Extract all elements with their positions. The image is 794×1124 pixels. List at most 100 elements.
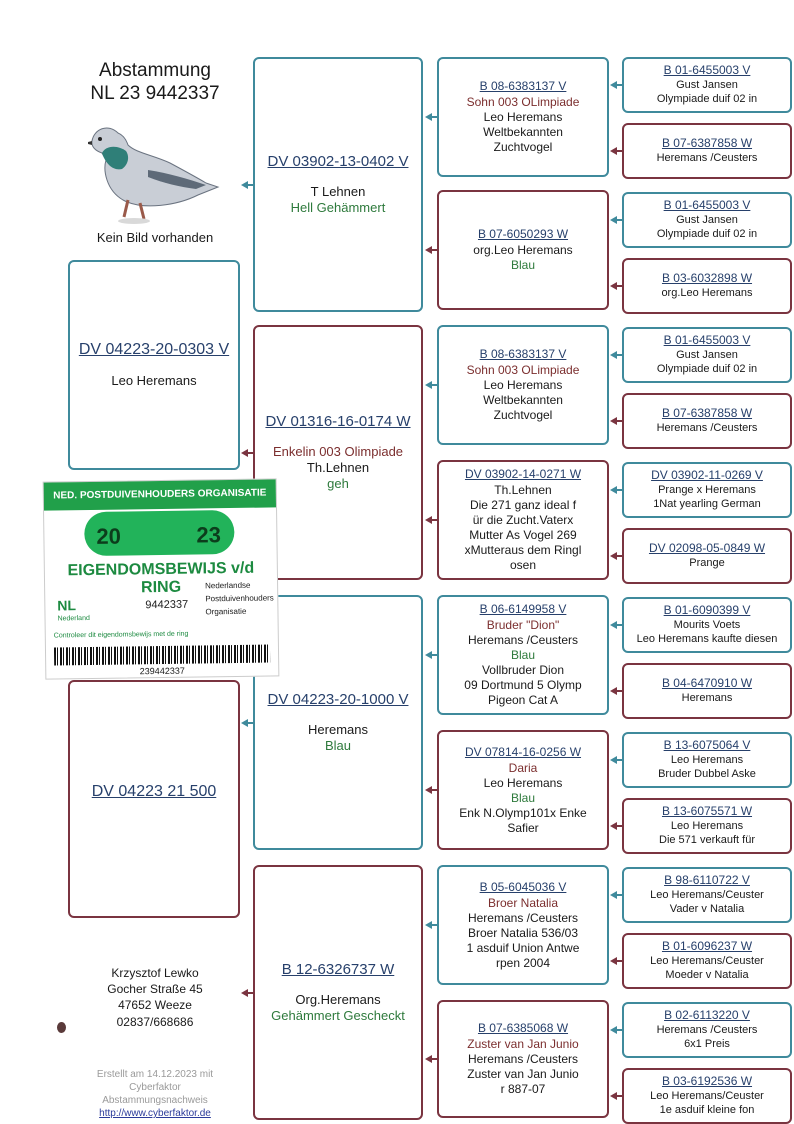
connector-stub [616, 894, 622, 896]
pigeon-info-line: Zuchtvogel [493, 140, 553, 154]
pigeon-info-line: Leo Heremans [483, 775, 563, 790]
connector-stub [616, 354, 622, 356]
connector-arrow-icon [425, 113, 432, 121]
connector-stub [616, 420, 622, 422]
ring-ownership-card: NED. POSTDUIVENHOUDERS ORGANISATIE 20 23… [42, 478, 280, 680]
card-country-name: Nederland [57, 614, 90, 623]
connector-stub [616, 759, 622, 761]
footer-software: Cyberfaktor [129, 1082, 181, 1093]
connector-stub [247, 451, 253, 454]
pigeon-info-line: Heremans [308, 721, 368, 737]
pigeon-info-line: Leo Heremans/Ceuster [650, 955, 764, 968]
card-letter-p: Postduivenhouders [205, 593, 274, 604]
pigeon-info-line: Prange x Heremans [658, 484, 756, 497]
pigeon-info-line: Die 271 ganz ideal f [469, 498, 577, 512]
connector-arrow-icon [425, 786, 432, 794]
pigeon-info-line: Heremans /Ceusters [656, 1024, 758, 1037]
pigeon-info-line: Vader v Natalia [669, 903, 745, 915]
ring-number: B 05-6045036 V [479, 879, 567, 894]
owner-phone: 02837/668686 [116, 1014, 194, 1029]
card-letter-n: Nederlandse [205, 580, 251, 591]
pigeon-info-line: Heremans /Ceusters [467, 1052, 579, 1066]
connector-stub [616, 219, 622, 221]
ring-number: B 08-6383137 V [479, 347, 567, 361]
card-barcode [53, 644, 271, 666]
pigeon-info-line: Safier [507, 820, 539, 835]
footer-link[interactable]: http://www.cyberfaktor.de [99, 1108, 211, 1119]
pigeon-info-line: Zuchtvogel [493, 408, 553, 422]
ring-number: B 07-6387858 W [661, 406, 753, 421]
ring-number: B 01-6455003 V [663, 63, 751, 78]
ring-number: DV 03902-11-0269 V [651, 468, 763, 483]
no-image-caption: Kein Bild vorhanden [96, 230, 214, 245]
ring-number: B 13-6075571 W [661, 804, 753, 819]
pigeon-info-line: T Lehnen [310, 183, 366, 199]
pedigree-box-mother: DV 04223 21 500 [68, 680, 240, 918]
pigeon-info-line: 1e asduif kleine fon [659, 1104, 755, 1116]
pigeon-info-line: Bruder "Dion" [486, 618, 560, 632]
connector-stub [247, 991, 253, 994]
ring-number: DV 04223-20-1000 V [267, 690, 409, 708]
pigeon-info-line: Sohn 003 OLimpiade [466, 95, 580, 109]
pigeon-info-line: Gehämmert Gescheckt [271, 1008, 405, 1023]
connector-arrow-icon [241, 988, 248, 997]
pigeon-info-line: Zuster van Jan Junio [467, 1067, 579, 1081]
pigeon-info-line: Heremans [681, 692, 733, 705]
ring-number: B 07-6050293 W [477, 227, 569, 241]
ring-number: B 07-6385068 W [477, 1021, 569, 1035]
pigeon-info-line: Moeder v Natalia [665, 969, 749, 981]
connector-stub [616, 555, 622, 557]
title-line-2: NL 23 9442337 [90, 82, 220, 104]
pigeon-info-line: Gust Jansen [676, 214, 738, 227]
pigeon-info-line: Heremans /Ceusters [656, 422, 758, 435]
hole-punch-dot [57, 1022, 66, 1033]
connector-stub [616, 624, 622, 626]
owner-name: Krzysztof Lewko [111, 966, 199, 980]
pigeon-info-line: Th.Lehnen [306, 459, 370, 475]
connector-stub [616, 960, 622, 962]
pigeon-info-line: Olympiade duif 02 in [656, 363, 758, 375]
pigeon-info-line: Olympiade duif 02 in [656, 228, 758, 240]
connector-stub [616, 1095, 622, 1097]
pigeon-info-line: Leo Heremans [670, 754, 744, 767]
connector-stub [431, 116, 437, 118]
connector-stub [431, 249, 437, 251]
footer-subtitle: Abstammungsnachweis [102, 1095, 208, 1106]
connector-arrow-icon [610, 1092, 617, 1100]
connector-arrow-icon [610, 351, 617, 359]
pigeon-info-line: Gust Jansen [676, 349, 738, 362]
connector-arrow-icon [610, 81, 617, 89]
connector-arrow-icon [425, 516, 432, 524]
pigeon-info-line: Prange [689, 557, 725, 570]
pigeon-info-line: Mourits Voets [673, 619, 741, 632]
